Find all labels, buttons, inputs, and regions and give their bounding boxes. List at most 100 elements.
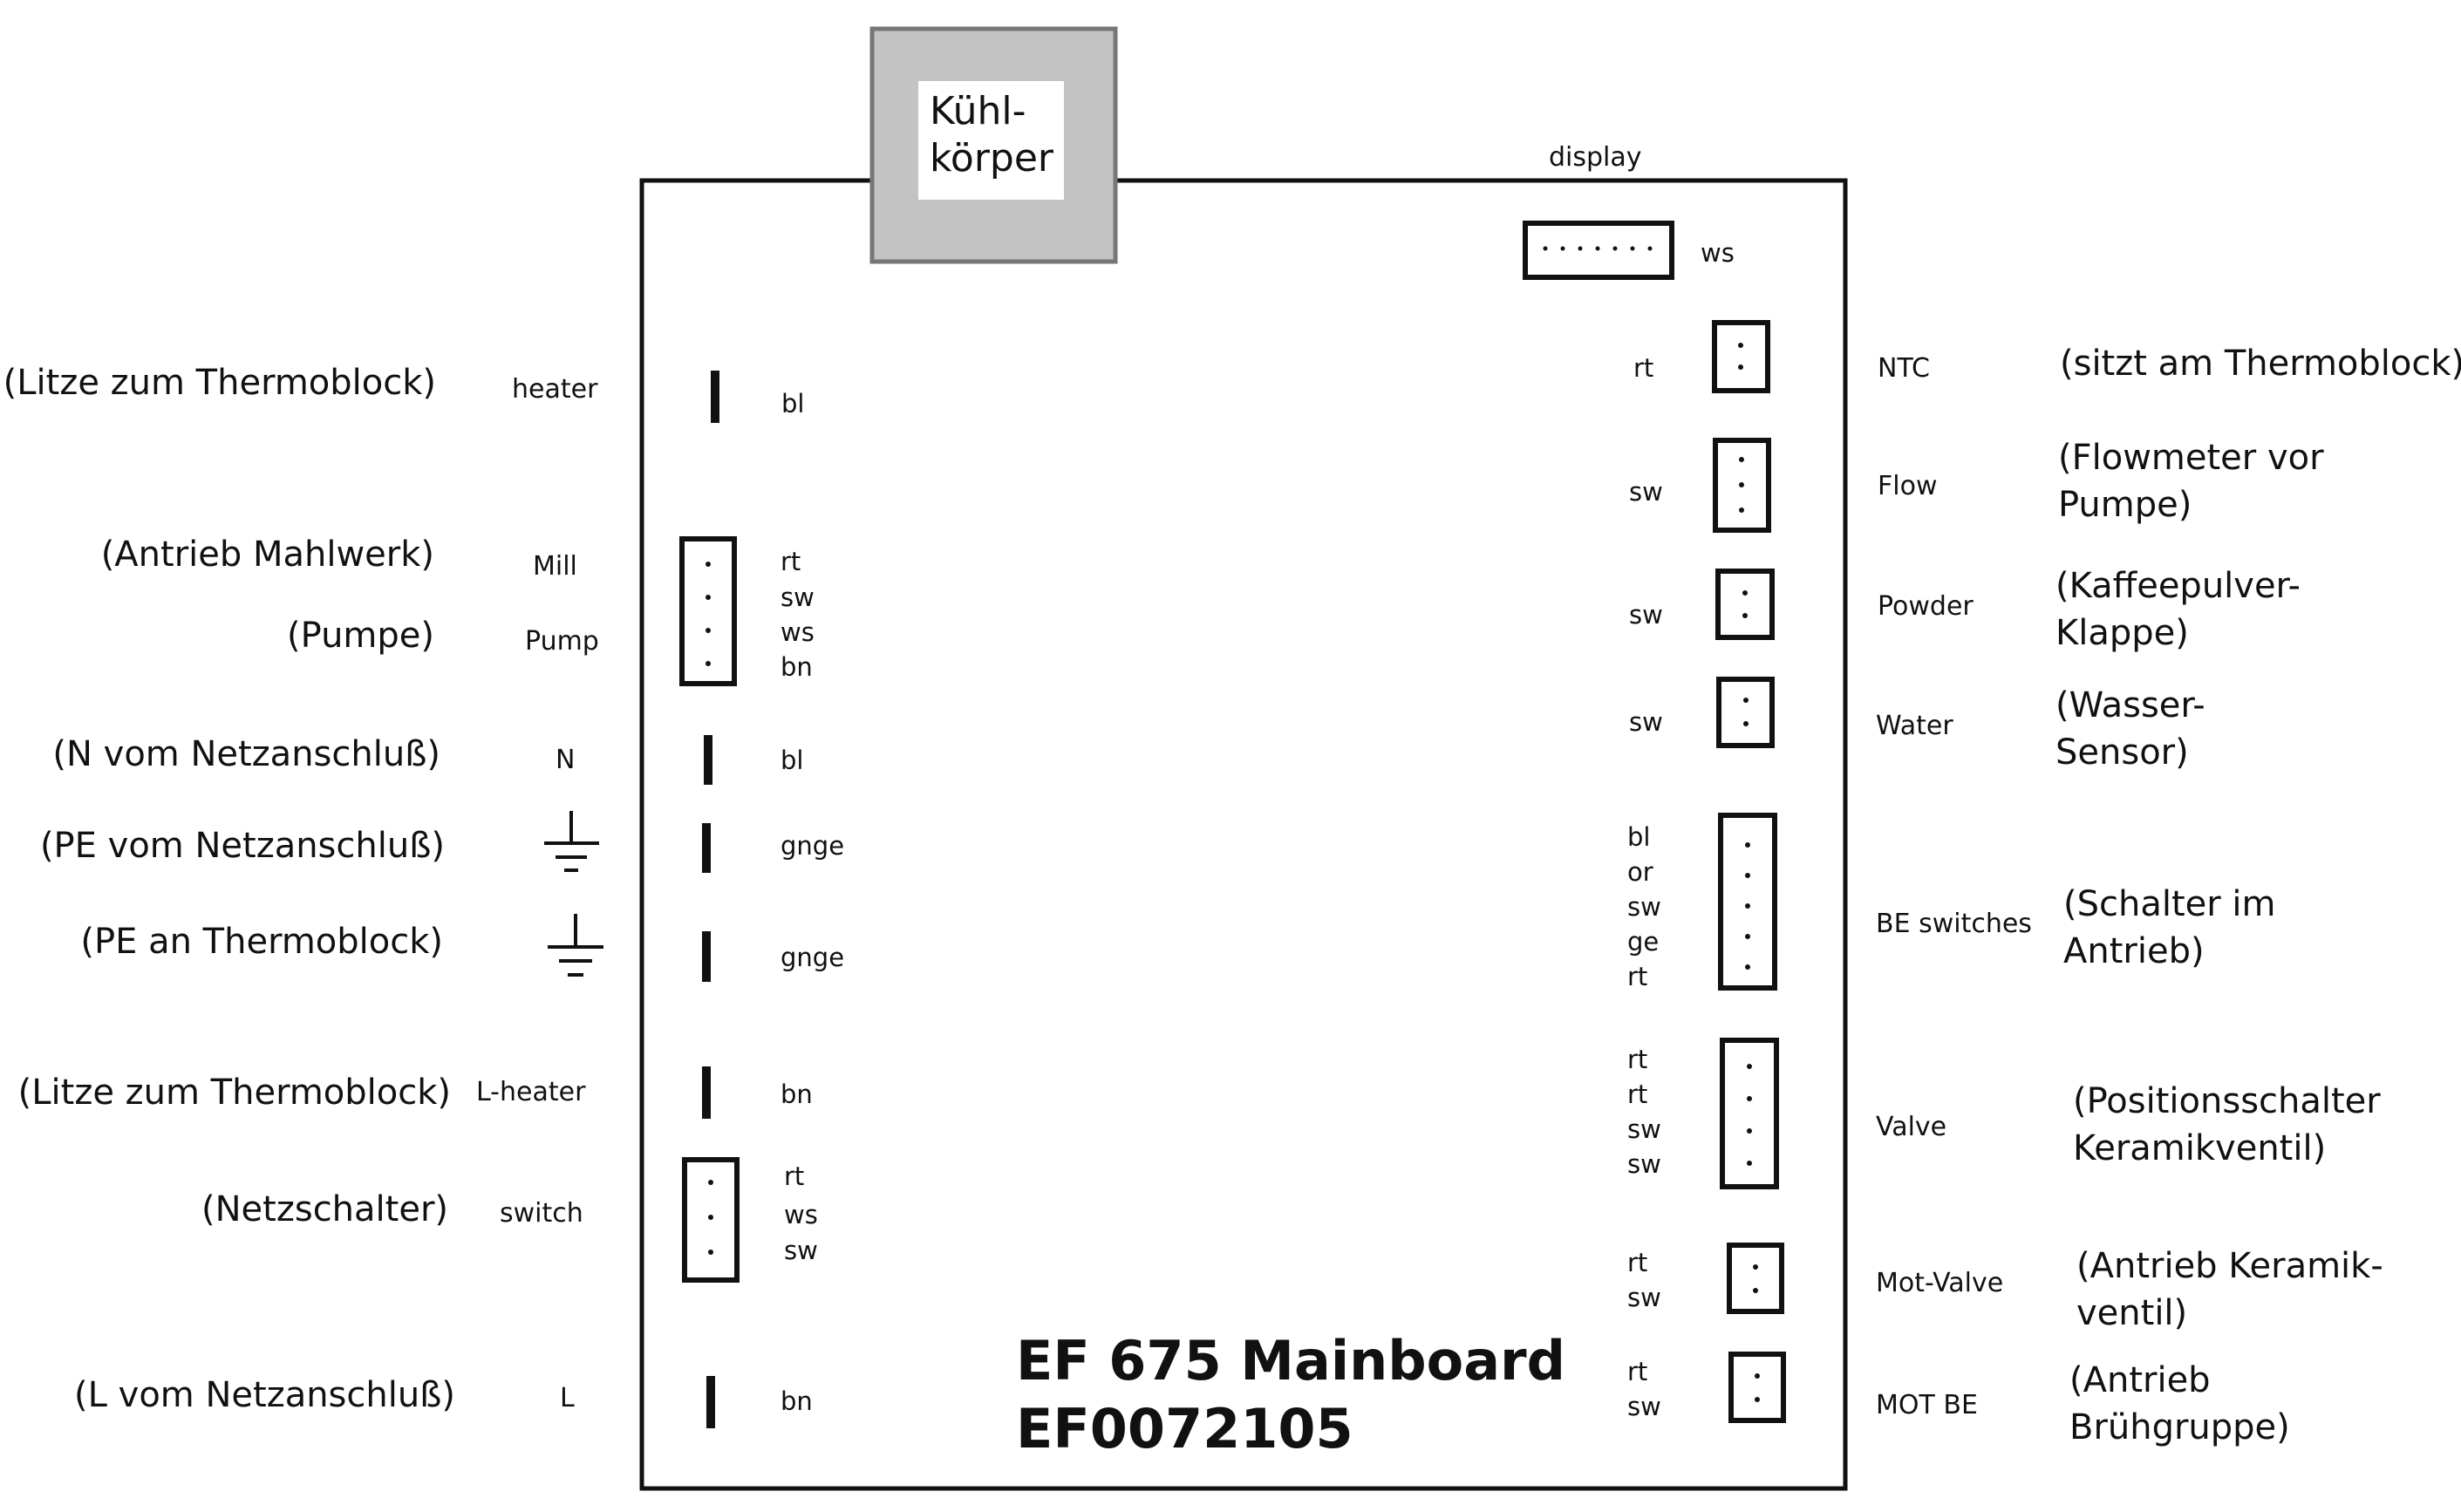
connector-label: Valve <box>1876 1112 1946 1142</box>
right-connector-mot-valve: rt sw Mot-Valve (Antrieb Keramik- ventil… <box>1627 1243 2383 1333</box>
wire-color: sw <box>1627 1283 1661 1312</box>
wire-color: sw <box>1627 892 1661 922</box>
right-connector-ntc: rt NTC (sitzt am Thermoblock) <box>1633 320 2461 393</box>
left-connector-n: (N vom Netzanschluß) N bl <box>52 734 803 785</box>
connector-label: L <box>560 1383 575 1413</box>
connector-label: Mot-Valve <box>1876 1268 2003 1298</box>
display-connector: display ws <box>1523 142 1735 280</box>
description-label-pump: (Pumpe) <box>287 616 434 656</box>
left-connector-heater: (Litze zum Thermoblock) heater bl <box>3 363 804 423</box>
description-label-line2: Antrieb) <box>2063 931 2205 971</box>
connector-label: switch <box>500 1198 583 1229</box>
connector-housing <box>1718 813 1777 991</box>
wire-color: gnge <box>781 943 844 972</box>
connector-label: Powder <box>1878 591 1974 622</box>
wire-color: ge <box>1627 927 1659 957</box>
wire-color: rt <box>781 547 801 576</box>
description-label-line2: Brühgruppe) <box>2069 1407 2290 1447</box>
wire-color: sw <box>1629 477 1663 507</box>
wire-color: bl <box>781 746 803 775</box>
wire-color: bn <box>781 1080 813 1109</box>
description-label-mill: (Antrieb Mahlwerk) <box>101 535 434 575</box>
description-label-line1: (Antrieb <box>2069 1360 2211 1400</box>
connector-label: Flow <box>1878 471 1937 501</box>
description-label-line2: Pumpe) <box>2058 485 2192 525</box>
connector-label: L-heater <box>476 1077 586 1107</box>
wire-color: rt <box>1633 353 1653 383</box>
left-connector-pe-mains: (PE vom Netzanschluß) gnge <box>40 811 844 873</box>
left-connector-pe-thermoblock: (PE an Thermoblock) gnge <box>80 914 844 982</box>
single-pin-terminal <box>702 823 711 873</box>
heatsink-label-line1: Kühl- <box>930 89 1026 133</box>
connector-housing <box>679 536 737 686</box>
wire-color: ws <box>781 617 815 647</box>
description-label-line1: (Kaffeepulver- <box>2055 566 2301 606</box>
connector-housing <box>1715 569 1775 640</box>
wire-color: gnge <box>781 831 844 861</box>
board-title: EF 675 Mainboard <box>1016 1329 1565 1393</box>
connector-label-mill: Mill <box>533 551 577 582</box>
description-label-line1: (Wasser- <box>2055 685 2205 725</box>
single-pin-terminal <box>702 1066 711 1119</box>
connector-housing <box>1712 320 1770 393</box>
description-label-line1: (Antrieb Keramik- <box>2076 1246 2383 1286</box>
wire-color: sw <box>1629 600 1663 630</box>
right-connector-water: sw Water (Wasser- Sensor) <box>1629 677 2205 773</box>
description-label: (Litze zum Thermoblock) <box>18 1073 451 1113</box>
wire-color: bn <box>781 1386 813 1416</box>
right-connector-be-switches: bl or sw ge rt BE switches (Schalter im … <box>1627 813 2276 991</box>
right-connector-powder: sw Powder (Kaffeepulver- Klappe) <box>1629 566 2301 653</box>
wire-color: bl <box>781 389 804 419</box>
description-label: (Litze zum Thermoblock) <box>3 363 436 403</box>
description-label-line2: Sensor) <box>2055 732 2189 773</box>
right-connector-valve: rt rt sw sw Valve (Positionsschalter Ker… <box>1627 1038 2381 1189</box>
wire-color: rt <box>1627 1357 1647 1386</box>
wire-color: rt <box>1627 1080 1647 1109</box>
wire-color: sw <box>1627 1392 1661 1421</box>
connector-label: NTC <box>1878 353 1930 384</box>
connector-label: N <box>556 745 575 775</box>
left-connector-mill-pump: (Antrieb Mahlwerk) Mill (Pumpe) Pump rt … <box>101 535 815 686</box>
wire-color: sw <box>1627 1114 1661 1144</box>
heatsink-label-line2: körper <box>930 136 1054 180</box>
description-label-line2: Klappe) <box>2055 613 2189 653</box>
description-label-line2: Keramikventil) <box>2073 1128 2326 1168</box>
right-connector-flow: sw Flow (Flowmeter vor Pumpe) <box>1629 438 2324 533</box>
left-connector-switch: (Netzschalter) switch rt ws sw <box>201 1157 818 1283</box>
wire-color: rt <box>1627 1045 1647 1074</box>
single-pin-terminal <box>706 1376 715 1428</box>
single-pin-terminal <box>702 931 711 982</box>
description-label: (sitzt am Thermoblock) <box>2060 344 2461 384</box>
connector-label-pump: Pump <box>525 626 599 657</box>
connector-label: MOT BE <box>1876 1390 1978 1420</box>
display-label: display <box>1549 142 1642 173</box>
single-pin-terminal <box>711 371 719 423</box>
ground-symbol-icon <box>548 914 603 977</box>
description-label: (PE vom Netzanschluß) <box>40 826 445 866</box>
wire-color: bn <box>781 652 813 682</box>
single-pin-terminal <box>704 735 712 785</box>
description-label: (L vom Netzanschluß) <box>74 1375 455 1415</box>
wire-color: bl <box>1627 822 1650 852</box>
board-part-number: EF0072105 <box>1016 1397 1353 1461</box>
description-label-line1: (Positionsschalter <box>2073 1081 2381 1121</box>
connector-label: BE switches <box>1876 909 2032 939</box>
connector-housing <box>1716 677 1775 748</box>
right-connector-mot-be: rt sw MOT BE (Antrieb Brühgruppe) <box>1627 1352 2290 1447</box>
wire-color: ws <box>784 1200 818 1229</box>
description-label-line1: (Schalter im <box>2063 884 2276 924</box>
description-label-line1: (Flowmeter vor <box>2058 438 2324 478</box>
description-label: (N vom Netzanschluß) <box>52 734 440 774</box>
wire-color: rt <box>1627 1248 1647 1277</box>
connector-label: heater <box>512 374 598 405</box>
display-wire-color: ws <box>1701 238 1735 268</box>
mainboard-outline <box>639 178 1848 1491</box>
left-connector-l-heater: (Litze zum Thermoblock) L-heater bn <box>18 1066 813 1119</box>
left-connector-l: (L vom Netzanschluß) L bn <box>74 1375 813 1428</box>
wire-color: sw <box>1627 1149 1661 1179</box>
connector-label: Water <box>1876 711 1953 741</box>
connector-housing <box>1728 1352 1786 1423</box>
wire-color: rt <box>1627 962 1647 991</box>
description-label: (PE an Thermoblock) <box>80 922 443 962</box>
